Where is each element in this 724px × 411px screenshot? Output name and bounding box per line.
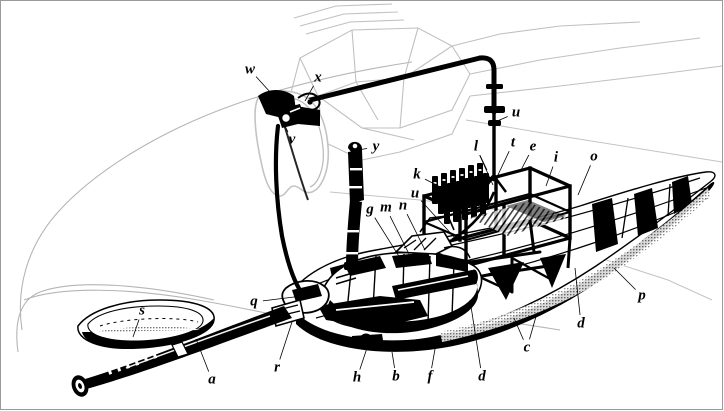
callout-label-u2: u	[410, 185, 420, 202]
bulkhead-bracket-group	[254, 90, 330, 299]
ammunition-cage	[404, 163, 572, 301]
leader-line-y	[357, 148, 368, 151]
callout-label-r: r	[274, 359, 280, 376]
muzzle	[71, 375, 89, 397]
callout-label-y: y	[372, 138, 380, 155]
leader-line-c	[529, 312, 538, 340]
gunsight-telescope	[344, 141, 364, 270]
leader-line-w	[255, 76, 281, 104]
leader-line-m	[389, 215, 410, 255]
leader-line-b	[391, 351, 395, 369]
callout-label-o: o	[590, 148, 598, 165]
callout-label-a: a	[208, 371, 216, 388]
callout-label-v: v	[288, 131, 296, 148]
leader-line-s	[132, 319, 140, 338]
leader-line-x	[304, 85, 314, 102]
leader-line-h	[359, 347, 368, 370]
callout-label-d1: d	[478, 368, 486, 385]
leader-line-t	[496, 150, 510, 178]
callout-label-k: k	[413, 166, 421, 183]
gun-breech-assembly	[318, 215, 483, 348]
recoil-cylinder	[392, 269, 478, 300]
callout-label-f: f	[427, 368, 433, 385]
feed-chute-group	[394, 215, 455, 255]
callout-label-t: t	[510, 134, 516, 151]
callout-label-p: p	[638, 287, 646, 304]
leader-line-l	[479, 155, 494, 186]
callout-label-c: c	[523, 339, 531, 356]
leader-line-k	[424, 178, 453, 194]
callout-leader-lines	[132, 76, 636, 372]
leader-line-u1	[494, 116, 508, 123]
barrel-trunnion	[352, 333, 384, 348]
callout-label-g: g	[366, 201, 374, 218]
leader-line-n	[406, 213, 426, 251]
callout-label-l: l	[473, 138, 479, 155]
callout-label-w: w	[244, 61, 256, 78]
callout-label-h: h	[352, 369, 362, 386]
leader-line-e	[519, 154, 530, 173]
leader-line-i	[545, 166, 554, 187]
gun-barrel-group	[71, 280, 330, 397]
leader-line-d2	[574, 267, 581, 316]
callout-label-d2: d	[577, 315, 585, 332]
leader-line-c	[513, 317, 524, 340]
callout-label-q: q	[250, 293, 258, 310]
leader-line-a	[195, 338, 210, 372]
callout-label-u1: u	[511, 104, 521, 121]
leader-line-f	[431, 337, 438, 369]
leader-line-g	[374, 217, 401, 259]
ammunition-rounds	[432, 163, 489, 224]
callout-label-s: s	[139, 302, 145, 319]
leader-line-p	[613, 267, 636, 290]
callout-label-n: n	[398, 197, 408, 214]
blast-deflector-pad	[77, 299, 215, 349]
callout-label-b: b	[392, 368, 400, 385]
leader-line-u2	[420, 200, 456, 239]
callout-label-m: m	[380, 199, 392, 216]
leader-line-o	[577, 165, 591, 196]
leader-line-v	[280, 117, 289, 133]
callout-label-x: x	[314, 69, 322, 86]
callout-label-e: e	[529, 138, 537, 155]
callout-label-i: i	[553, 149, 559, 166]
cockpit-canopy-ghost	[287, 3, 723, 161]
leader-line-d1	[469, 299, 482, 369]
leader-line-r	[279, 321, 293, 360]
cable-anchor	[297, 92, 321, 111]
leader-line-q	[262, 295, 303, 302]
